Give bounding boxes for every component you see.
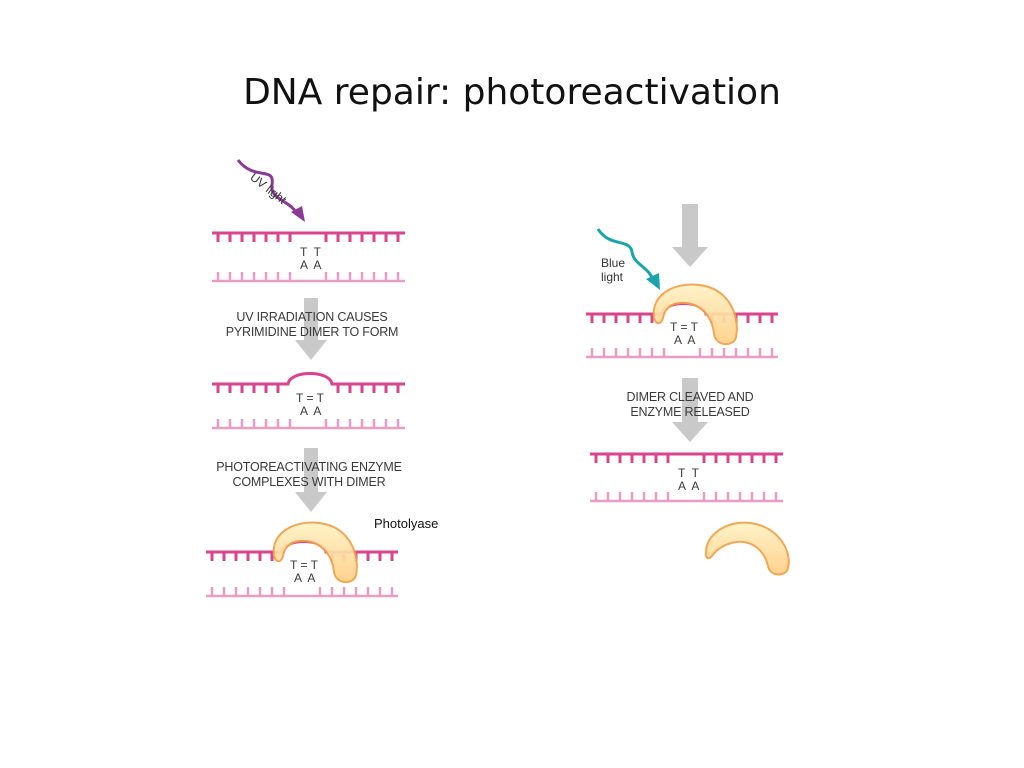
blue-light-arrow — [596, 228, 660, 290]
step-arrow-icon — [672, 378, 708, 442]
bases-top-dimer: T = T — [290, 558, 318, 572]
strand-top — [212, 231, 405, 242]
strand-bottom — [212, 419, 405, 430]
strand-top — [212, 372, 405, 393]
strand-bottom — [206, 587, 398, 598]
bases-bottom: A A — [674, 333, 696, 347]
photolyase-enzyme — [272, 521, 358, 584]
bases-top-dimer: T = T — [670, 320, 698, 334]
dna-repaired — [590, 452, 783, 503]
strand-top — [590, 452, 783, 463]
bases-bottom: A A — [294, 571, 316, 585]
strand-bottom — [212, 272, 405, 283]
slide-title: DNA repair: photoreactivation — [243, 72, 781, 113]
dna-intact — [212, 231, 405, 283]
step-arrow-icon — [295, 298, 327, 360]
bases-bottom: A A — [300, 258, 322, 272]
step2-caption: PHOTOREACTIVATING ENZYME COMPLEXES WITH … — [216, 460, 402, 489]
blue-light-label: Blue light — [601, 256, 626, 284]
step1-caption: UV IRRADIATION CAUSES PYRIMIDINE DIMER T… — [225, 310, 399, 339]
step-arrow-icon — [295, 448, 327, 512]
bases-top-normal: T T — [678, 466, 699, 480]
dna-dimer — [212, 372, 405, 430]
strand-bottom — [590, 492, 783, 503]
step-arrow-icon — [672, 204, 708, 267]
bases-top-normal: T T — [300, 245, 321, 259]
step3-caption: DIMER CLEAVED AND ENZYME RELEASED — [626, 390, 754, 419]
uv-light-arrow — [236, 159, 305, 222]
strand-bottom — [586, 348, 778, 359]
bases-top-dimer: T = T — [296, 391, 324, 405]
photolyase-enzyme — [652, 283, 738, 346]
photolyase-label: Photolyase — [374, 516, 439, 531]
bases-bottom: A A — [300, 404, 322, 418]
released-enzyme — [704, 521, 790, 576]
bases-bottom: A A — [678, 479, 700, 493]
